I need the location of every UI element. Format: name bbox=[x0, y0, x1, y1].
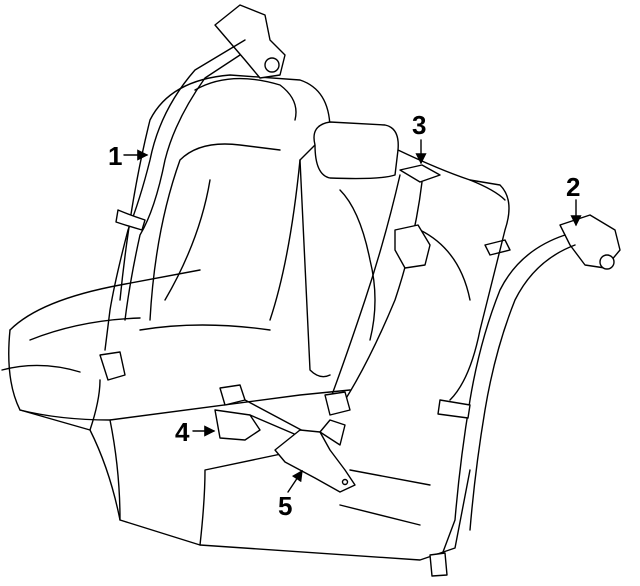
callout-3[interactable]: 3 bbox=[412, 110, 427, 140]
seat-back-left bbox=[119, 74, 331, 331]
buckle-assembly-5 bbox=[274, 419, 356, 493]
headrest bbox=[313, 121, 399, 180]
buckle-assembly-4 bbox=[214, 384, 321, 446]
callout-4[interactable]: 4 bbox=[175, 417, 190, 447]
seat-cushion bbox=[1, 269, 471, 561]
callout-2[interactable]: 2 bbox=[566, 172, 581, 202]
callout-5[interactable]: 5 bbox=[278, 491, 293, 521]
callout-arrows bbox=[123, 139, 582, 493]
callout-1[interactable]: 1 bbox=[108, 141, 123, 171]
seat-belt-right bbox=[429, 214, 621, 577]
seat-belt-center bbox=[324, 164, 441, 416]
seat-belt-left bbox=[99, 4, 286, 381]
seat-back-right bbox=[299, 149, 511, 401]
